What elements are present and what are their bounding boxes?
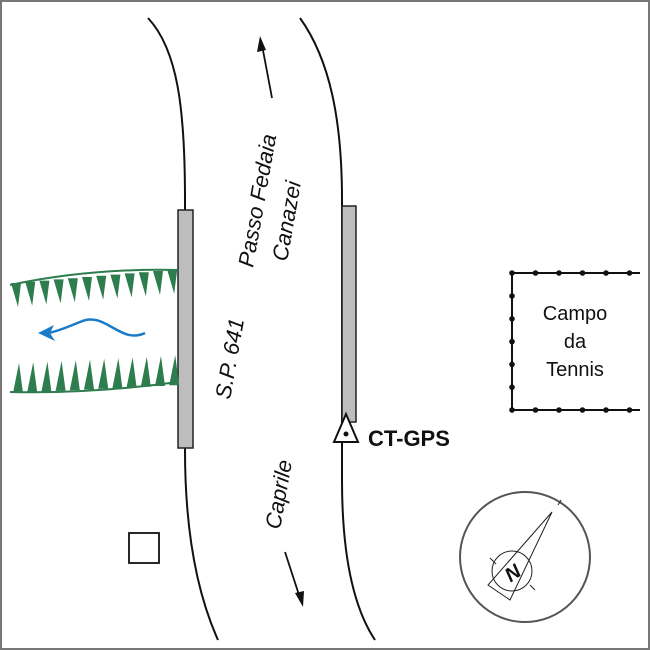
fence-post — [532, 407, 539, 413]
hachure-tooth — [39, 280, 50, 305]
fence-posts — [509, 270, 633, 413]
fence-post — [556, 270, 562, 276]
barrier-right — [341, 205, 357, 423]
court-label-2: da — [564, 331, 587, 353]
building-icon — [128, 532, 160, 564]
hachure-tooth — [55, 360, 66, 391]
hachure-tooth — [126, 357, 137, 388]
fence-post — [509, 270, 515, 276]
court-label-1: Campo — [543, 303, 607, 325]
fence-post — [579, 270, 586, 276]
hachure-tooth — [169, 355, 180, 386]
road-edge-right — [299, 17, 376, 641]
hachure-tooth — [138, 272, 149, 297]
fence-post — [626, 407, 633, 413]
fence-post — [509, 361, 515, 368]
fence-post — [509, 338, 515, 345]
arrow-south-head-icon — [295, 591, 304, 607]
hachure-tooth — [155, 356, 165, 386]
hachure-tooth — [84, 359, 94, 390]
hachure-tooth — [13, 363, 23, 393]
fence-post — [603, 270, 609, 276]
hachure-tooth — [112, 358, 123, 389]
court-label-3: Tennis — [546, 359, 604, 381]
hachure-tooth — [53, 279, 64, 304]
arrow-north — [261, 44, 273, 99]
gps-station-icon — [332, 411, 360, 443]
hachure-tooth — [124, 273, 135, 298]
slope-hachure-top — [9, 268, 179, 307]
fence-post — [532, 270, 539, 276]
fence-post — [556, 407, 562, 413]
hachure-tooth — [153, 271, 163, 295]
hachure-tooth — [110, 274, 121, 299]
hachure-tooth — [82, 277, 92, 301]
hachure-tooth — [167, 269, 178, 294]
hachure-tooth — [140, 356, 151, 387]
hachure-tooth — [98, 358, 109, 389]
arrow-north-head-icon — [257, 36, 266, 52]
fence-post — [603, 407, 609, 413]
hachure-tooth — [41, 361, 52, 392]
fence-post — [626, 270, 633, 276]
fence-post — [509, 384, 515, 391]
hachure-tooth — [67, 278, 78, 303]
hachure-tooth — [27, 362, 38, 393]
flow-arrowhead-icon — [38, 325, 55, 341]
fence-post — [509, 316, 515, 322]
fence-post — [509, 293, 515, 299]
gps-station-dot — [343, 431, 349, 437]
slope-hachure-bottom — [9, 355, 180, 394]
north-arrow-compass: N — [459, 491, 591, 623]
barrier-left — [177, 209, 194, 449]
hachure-tooth — [11, 283, 21, 307]
gps-station-label: CT-GPS — [368, 426, 450, 451]
fence-post — [579, 407, 586, 413]
fence-post — [509, 407, 515, 413]
hachure-tooth — [25, 281, 36, 306]
hachure-tooth — [69, 360, 80, 391]
hachure-line — [9, 268, 179, 286]
flow-arrow — [47, 318, 146, 337]
hachure-tooth — [96, 275, 107, 300]
arrow-south — [284, 551, 301, 599]
